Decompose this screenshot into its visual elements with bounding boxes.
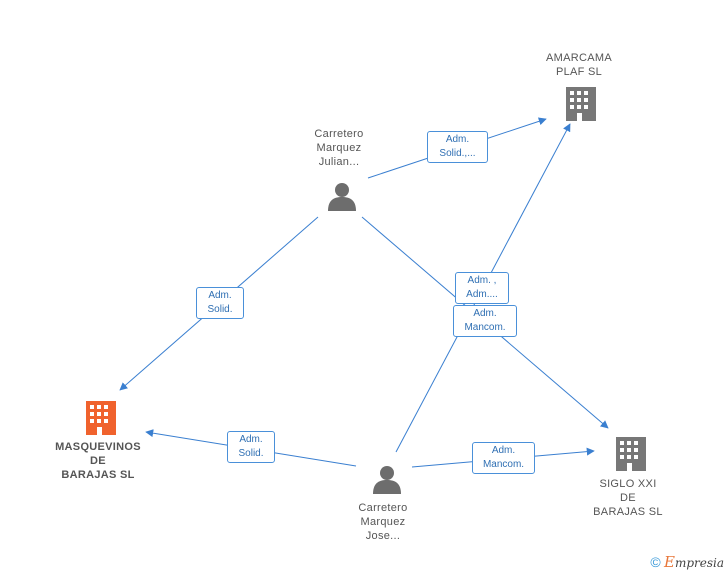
edge-label-jose-siglo[interactable]: Adm. Mancom. bbox=[472, 442, 535, 474]
edge-label-line: Adm. bbox=[445, 134, 470, 145]
edge-label-julian-siglo[interactable]: Adm. , Adm.... bbox=[455, 272, 509, 304]
brand-initial: E bbox=[663, 553, 675, 571]
label-line: Marquez bbox=[316, 142, 362, 154]
brand-logo: Empresia bbox=[663, 553, 724, 571]
edge-label-line: Adm.... bbox=[466, 289, 498, 300]
label-line: SIGLO XXI bbox=[599, 478, 657, 490]
edge-label-julian-amarcama[interactable]: Adm. Solid.,... bbox=[427, 131, 488, 163]
building-icon bbox=[86, 401, 116, 435]
edge-label-line: Adm. bbox=[491, 445, 516, 456]
person-icon bbox=[328, 183, 356, 211]
building-icon bbox=[616, 437, 646, 471]
company-label-masquevinos[interactable]: MASQUEVINOS DE BARAJAS SL bbox=[38, 440, 158, 482]
person-label-jose[interactable]: Carretero Marquez Jose... bbox=[323, 501, 443, 543]
edge-label-jose-masquevinos[interactable]: Adm. Solid. bbox=[227, 431, 275, 463]
building-icon bbox=[566, 87, 596, 121]
label-line: Marquez bbox=[360, 516, 406, 528]
brand-name: mpresia bbox=[674, 556, 724, 570]
brand-footer[interactable]: © Empresia bbox=[650, 553, 724, 571]
person-label-julian[interactable]: Carretero Marquez Julian... bbox=[279, 127, 399, 169]
edge-label-jose-amarcama[interactable]: Adm. Mancom. bbox=[453, 305, 517, 337]
edge-label-line: Adm. bbox=[473, 308, 497, 319]
label-line: Julian... bbox=[318, 156, 360, 168]
edge-label-line: Adm. , bbox=[467, 275, 497, 286]
copyright-icon: © bbox=[650, 554, 661, 570]
label-line: Jose... bbox=[365, 530, 401, 542]
company-label-amarcama[interactable]: AMARCAMA PLAF SL bbox=[519, 51, 639, 79]
edge-label-line: Mancom. bbox=[464, 322, 506, 333]
edge-label-line: Adm. bbox=[239, 434, 263, 445]
edge-label-line: Mancom. bbox=[482, 459, 525, 470]
edge-label-line: Solid. bbox=[207, 304, 233, 315]
person-icon bbox=[373, 466, 401, 494]
label-line: MASQUEVINOS bbox=[55, 441, 141, 453]
edge-label-line: Solid. bbox=[238, 448, 264, 459]
label-line: DE bbox=[90, 455, 106, 467]
label-line: BARAJAS SL bbox=[61, 469, 135, 481]
edge-label-line: Solid.,... bbox=[439, 148, 476, 159]
label-line: Carretero bbox=[358, 502, 408, 514]
label-line: AMARCAMA bbox=[546, 52, 612, 64]
label-line: BARAJAS SL bbox=[593, 506, 663, 518]
label-line: DE bbox=[620, 492, 636, 504]
edge-label-julian-masquevinos[interactable]: Adm. Solid. bbox=[196, 287, 244, 319]
label-line: Carretero bbox=[314, 128, 364, 140]
label-line: PLAF SL bbox=[555, 66, 603, 78]
company-label-siglo[interactable]: SIGLO XXI DE BARAJAS SL bbox=[568, 477, 688, 519]
edge-label-line: Adm. bbox=[208, 290, 232, 301]
